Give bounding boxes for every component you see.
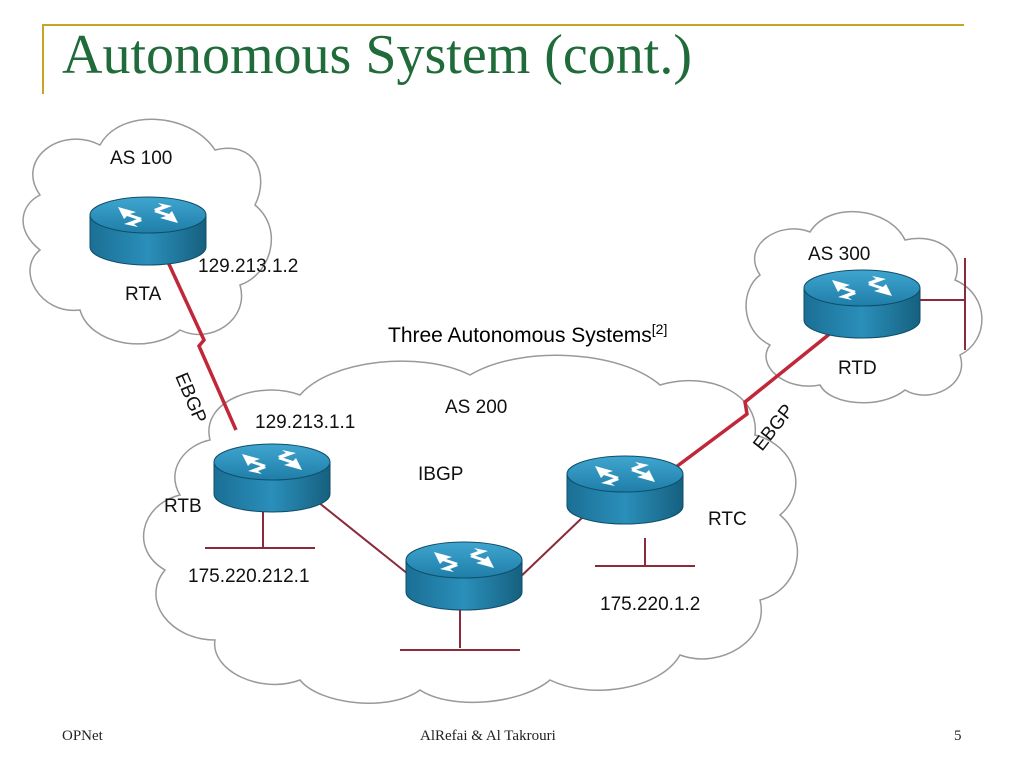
footer-center: AlRefai & Al Takrouri (420, 728, 556, 744)
caption-reference: [2] (652, 321, 668, 337)
label-rtb: RTB (164, 496, 202, 517)
lan-rtb (205, 512, 315, 549)
router-rtc-icon (566, 455, 684, 525)
diagram-caption: Three Autonomous Systems[2] (388, 321, 667, 347)
router-rtb-icon (213, 443, 331, 513)
label-as200: AS 200 (445, 397, 507, 418)
label-as300: AS 300 (808, 244, 870, 265)
link-ebgp-rtc-rtd (670, 330, 834, 472)
router-center-icon (405, 541, 523, 611)
router-rtd-icon (803, 269, 921, 339)
label-as100: AS 100 (110, 148, 172, 169)
label-ebgp-left: EBGP (170, 370, 210, 427)
label-rta: RTA (125, 284, 162, 305)
label-ibgp: IBGP (418, 464, 463, 485)
link-ebgp-rta-rtb (166, 261, 238, 431)
lan-rtc (595, 538, 695, 567)
link-center-rtc (514, 515, 585, 583)
router-rta-icon (89, 196, 207, 266)
lan-rtd (920, 258, 966, 350)
lan-center (400, 605, 520, 651)
address-rtc-lan: 175.220.1.2 (600, 594, 700, 615)
address-rtb-serial: 129.213.1.1 (255, 412, 355, 433)
label-rtd: RTD (838, 358, 877, 379)
link-rtb-center (317, 501, 419, 583)
address-rtb-lan: 175.220.212.1 (188, 566, 310, 587)
slide-title: Autonomous System (cont.) (62, 24, 692, 86)
label-rtc: RTC (708, 509, 747, 530)
cloud-as200 (142, 354, 799, 704)
title-accent-vertical (42, 24, 44, 94)
footer-left: OPNet (62, 728, 103, 744)
address-rta: 129.213.1.2 (198, 256, 298, 277)
title-accent-horizontal (42, 24, 964, 26)
page-number: 5 (954, 728, 962, 744)
